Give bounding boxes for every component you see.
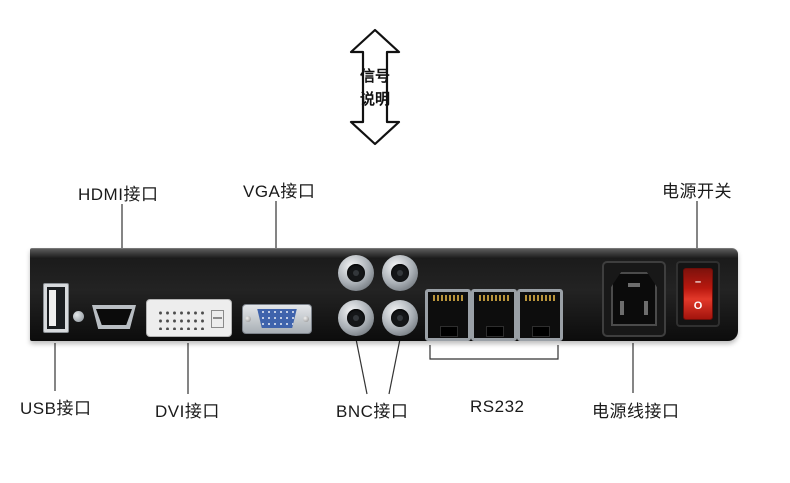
power-pin-neutral <box>644 301 648 315</box>
label-power-cord: 电源线接口 <box>592 402 680 421</box>
usb-port <box>43 283 69 333</box>
rj45-port-2 <box>471 289 517 341</box>
dvi-pin-grid <box>155 307 207 330</box>
switch-mark-on: – <box>694 276 702 288</box>
label-power-switch: 电源开关 <box>662 182 732 201</box>
rj45-port-1 <box>425 289 471 341</box>
vga-screw-left <box>245 316 251 322</box>
rj45-latch-slot <box>440 326 458 337</box>
bnc-connector-1 <box>338 255 374 291</box>
rj45-latch-slot <box>532 326 550 337</box>
power-pin-ground <box>628 283 640 287</box>
bnc-hole <box>347 264 365 282</box>
bnc-hole <box>391 309 409 327</box>
power-inlet-socket <box>611 272 657 326</box>
signal-arrow-line1: 信号 <box>359 68 390 85</box>
bnc-connector-2 <box>382 255 418 291</box>
bnc-pin <box>397 315 403 321</box>
bnc-pin <box>397 270 403 276</box>
rj45-latch-slot <box>486 326 504 337</box>
bnc-hole <box>391 264 409 282</box>
vga-screw-right <box>303 316 309 322</box>
label-hdmi: HDMI接口 <box>78 185 159 204</box>
label-vga: VGA接口 <box>243 182 316 201</box>
switch-mark-off: O <box>693 300 703 312</box>
signal-arrow-line2: 说明 <box>359 91 390 108</box>
label-usb: USB接口 <box>20 399 92 418</box>
label-rs232: RS232 <box>470 397 525 416</box>
power-switch-rocker: – O <box>683 268 713 320</box>
rj45-contacts <box>525 295 555 301</box>
signal-arrow-label: 信号 说明 <box>344 28 406 146</box>
bnc-connector-4 <box>382 300 418 336</box>
bnc-hole <box>347 309 365 327</box>
bnc-pin <box>353 270 359 276</box>
signal-arrow: 信号 说明 <box>344 28 406 146</box>
power-switch: – O <box>676 261 720 327</box>
rear-panel: – O <box>30 248 738 341</box>
indicator-led <box>73 311 84 322</box>
usb-port-slot <box>47 287 65 329</box>
power-pin-live <box>620 301 624 315</box>
dvi-port <box>146 299 232 337</box>
bnc-pin <box>353 315 359 321</box>
label-dvi: DVI接口 <box>155 402 220 421</box>
double-arrow-icon <box>349 28 401 146</box>
bnc-connector-3 <box>338 300 374 336</box>
label-bnc: BNC接口 <box>336 402 409 421</box>
power-inlet <box>602 261 666 337</box>
hdmi-port-slot <box>96 309 132 325</box>
rj45-contacts <box>479 295 509 301</box>
hdmi-port <box>92 305 136 329</box>
vga-port <box>242 304 312 334</box>
dvi-blade-slot <box>211 310 224 328</box>
vga-port-slot <box>257 309 297 328</box>
rj45-contacts <box>433 295 463 301</box>
usb-tongue <box>49 290 56 326</box>
rj45-port-3 <box>517 289 563 341</box>
